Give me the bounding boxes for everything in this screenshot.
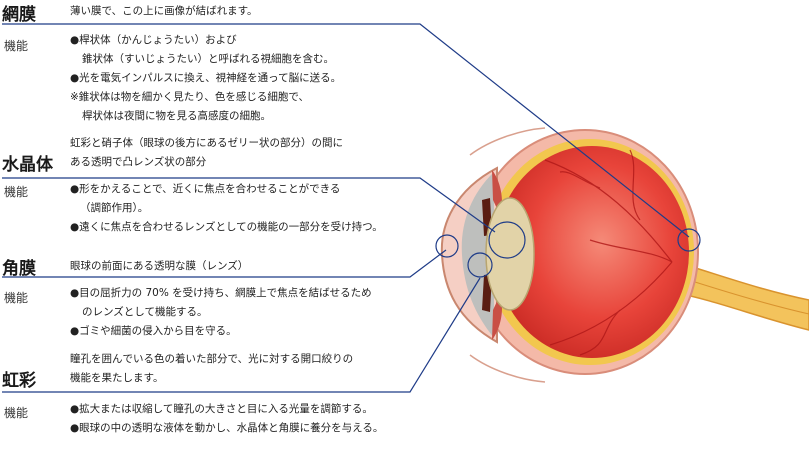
iris-function-item: ●眼球の中の透明な液体を動かし、水晶体と角膜に養分を与える。 (70, 422, 384, 434)
retina-term: 網膜 (2, 5, 36, 25)
lens-function-label: 機能 (4, 185, 29, 199)
iris-function-label: 機能 (4, 406, 29, 420)
cornea-marker (435, 234, 459, 258)
cornea-term: 角膜 (2, 259, 36, 279)
lens-description-line: ある透明で凸レンズ状の部分 (70, 156, 207, 168)
lens-marker (488, 221, 526, 259)
iris-term: 虹彩 (2, 371, 36, 391)
cornea-function-item: ●ゴミや細菌の侵入から目を守る。 (70, 325, 237, 337)
iris-function-item: ●拡大または収縮して瞳孔の大きさと目に入る光量を調節する。 (70, 403, 373, 415)
cornea-function-list: ●目の屈折力の 70% を受け持ち、網膜上で焦点を結ばせるため のレンズとして機… (70, 284, 372, 341)
lens-shape (485, 197, 535, 311)
cornea-function-item: ●目の屈折力の 70% を受け持ち、網膜上で焦点を結ばせるため (70, 287, 372, 299)
retina-function-item: 桿状体は夜間に物を見る高感度の細胞。 (82, 110, 271, 122)
retina-function-label: 機能 (4, 39, 29, 53)
iris-function-list: ●拡大または収縮して瞳孔の大きさと目に入る光量を調節する。 ●眼球の中の透明な液… (70, 400, 383, 438)
cornea-function-label: 機能 (4, 291, 29, 305)
retina-function-item: ●桿状体（かんじょうたい）および (70, 34, 237, 46)
cornea-function-item: のレンズとして機能する。 (82, 306, 208, 318)
iris-description-line: 瞳孔を囲んでいる色の着いた部分で、光に対する開口絞りの (70, 353, 354, 365)
cornea-leader-line (2, 249, 447, 278)
retina-function-item: 錐状体（すいじょうたい）と呼ばれる視細胞を含む。 (82, 53, 334, 65)
lens-function-item: （調節作用）。 (80, 202, 149, 214)
lens-description: 虹彩と硝子体（眼球の後方にあるゼリー状の部分）の間に ある透明で凸レンズ状の部分 (70, 134, 343, 172)
retina-function-item: ●光を電気インパルスに換え、視神経を通って脳に送る。 (70, 72, 342, 84)
iris-description-line: 機能を果たします。 (70, 372, 164, 384)
retina-function-list: ●桿状体（かんじょうたい）および 錐状体（すいじょうたい）と呼ばれる視細胞を含む… (70, 31, 341, 126)
retina-description: 薄い膜で、この上に画像が結ばれます。 (70, 5, 258, 17)
iris-marker (467, 252, 493, 278)
cornea-description: 眼球の前面にある透明な膜（レンズ） (70, 260, 249, 272)
iris-leader-line (2, 277, 481, 393)
lens-description-line: 虹彩と硝子体（眼球の後方にあるゼリー状の部分）の間に (70, 137, 343, 149)
blood-vessels (544, 149, 673, 356)
iris-description: 瞳孔を囲んでいる色の着いた部分で、光に対する開口絞りの 機能を果たします。 (70, 350, 353, 388)
lens-function-list: ●形をかえることで、近くに焦点を合わせることができる （調節作用）。 ●遠くに焦… (70, 180, 383, 237)
lens-term: 水晶体 (2, 155, 53, 175)
retina-function-item: ※錐状体は物を細かく見たり、色を感じる細胞で、 (70, 91, 309, 103)
lens-function-item: ●遠くに焦点を合わせるレンズとしての機能の一部分を受け持つ。 (70, 221, 383, 233)
retina-leader-line (2, 23, 690, 238)
lens-leader-line (2, 177, 496, 233)
lens-function-item: ●形をかえることで、近くに焦点を合わせることができる (70, 183, 341, 195)
retina-marker (677, 228, 701, 252)
